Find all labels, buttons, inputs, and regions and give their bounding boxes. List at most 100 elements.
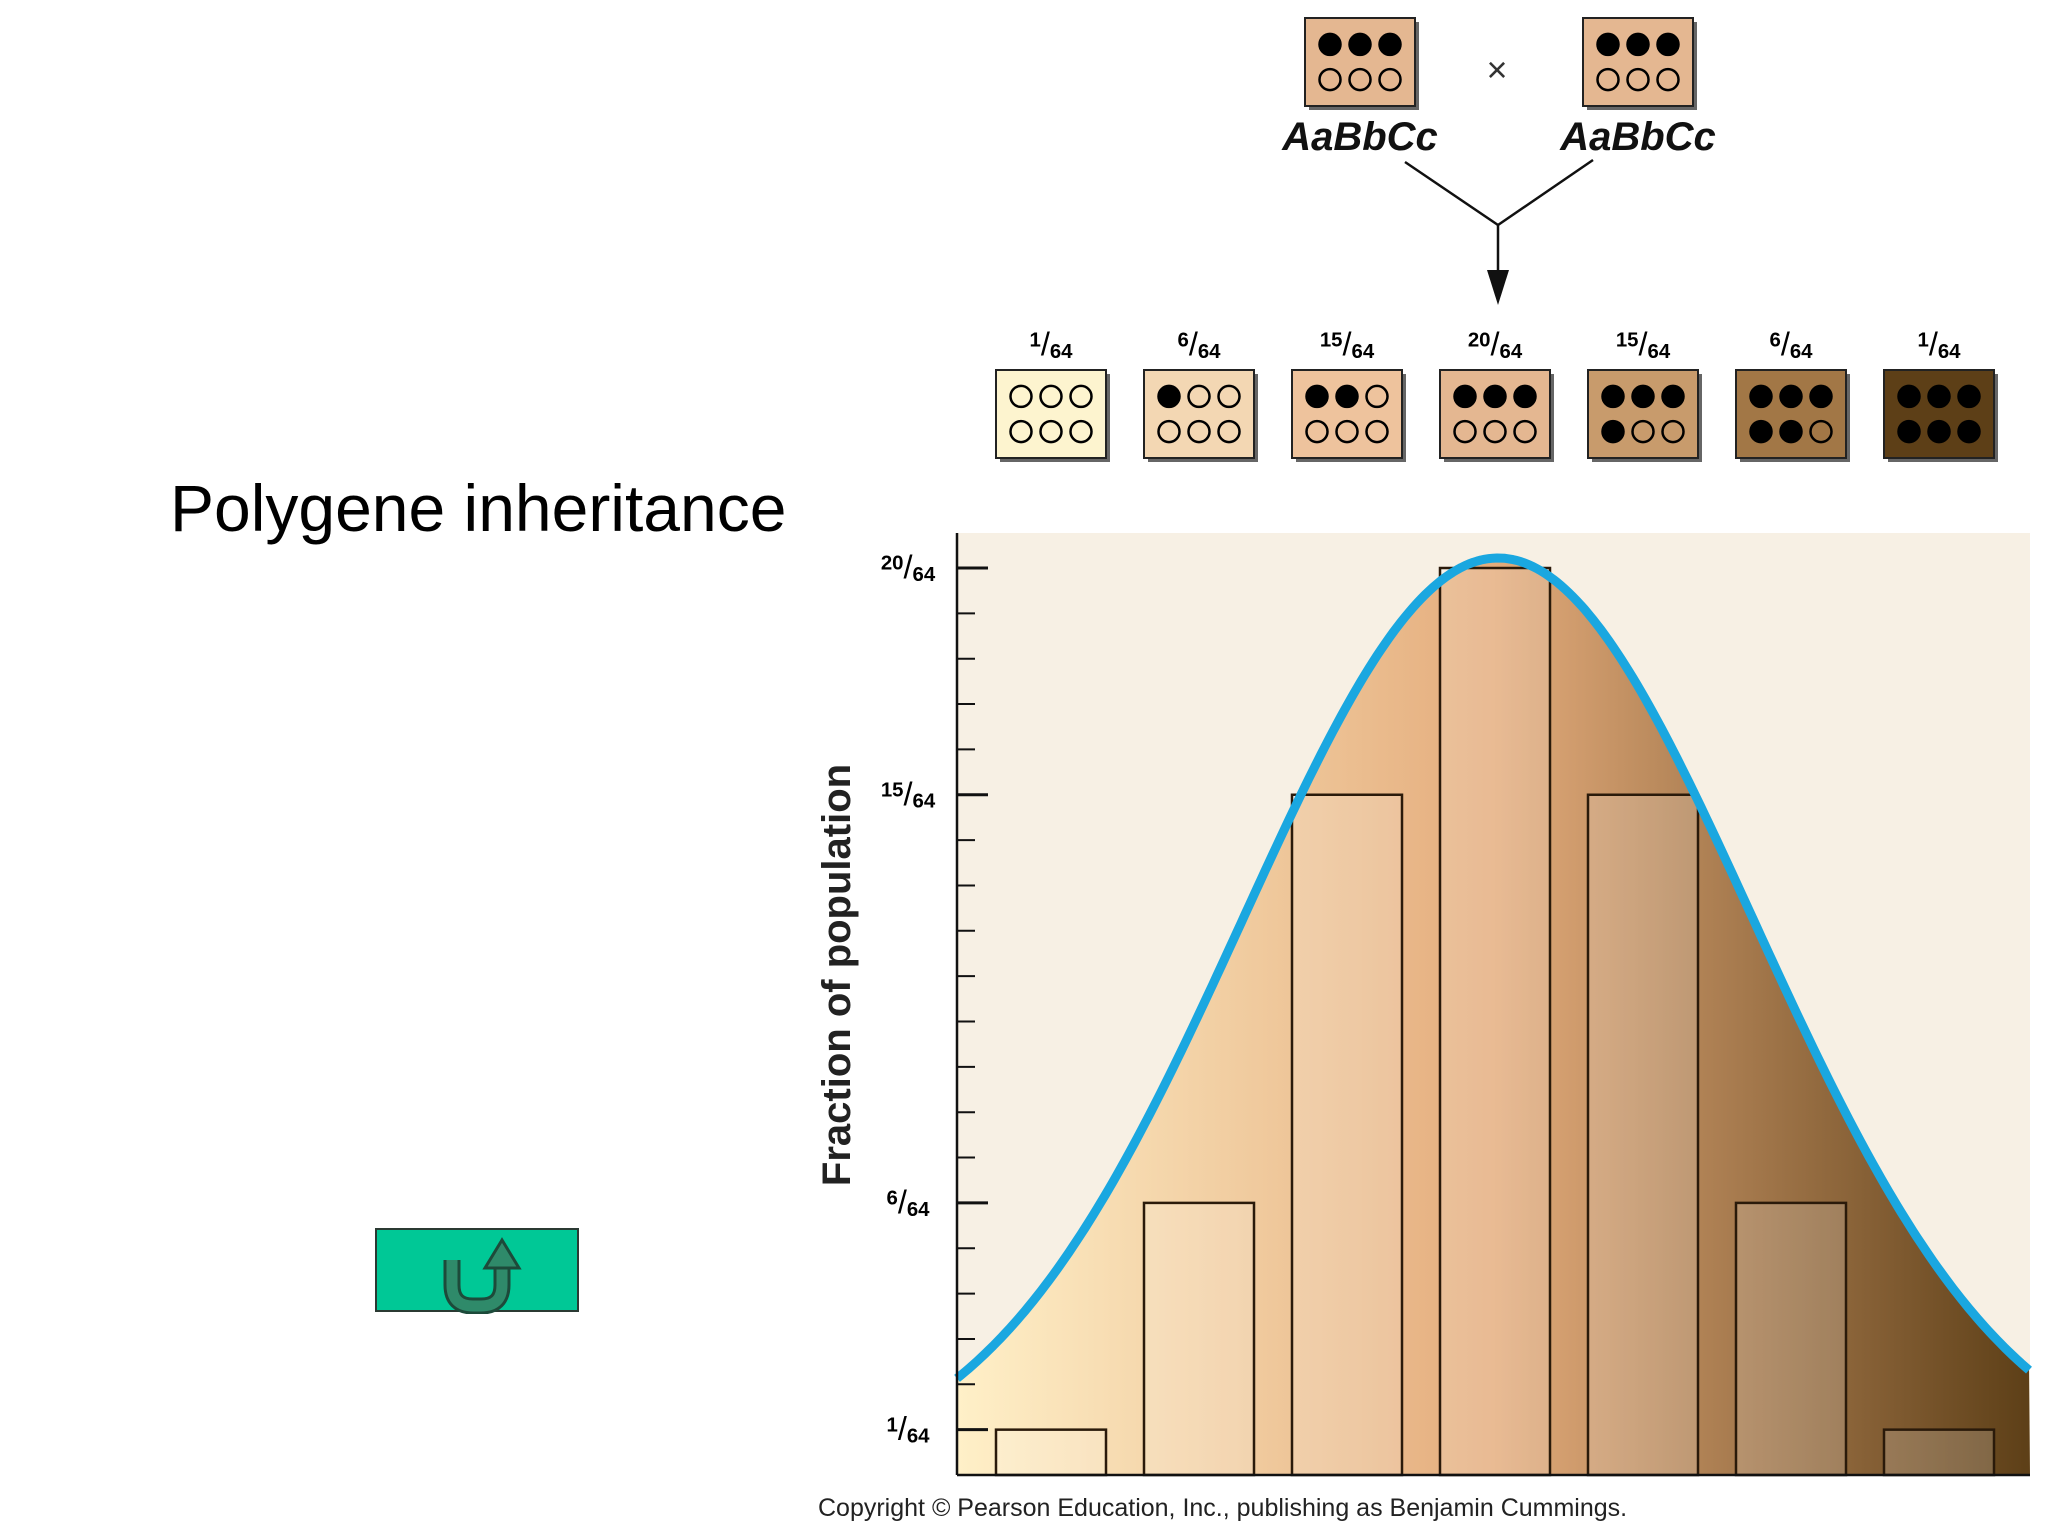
slide-title: Polygene inheritance bbox=[170, 471, 787, 545]
light-allele-dot bbox=[1626, 67, 1650, 92]
svg-text:1/64: 1/64 bbox=[1917, 326, 1961, 363]
histogram-bar bbox=[1882, 1428, 1996, 1477]
dark-allele-dot bbox=[1335, 384, 1359, 409]
histogram-bar bbox=[1142, 1201, 1256, 1477]
svg-text:6/64: 6/64 bbox=[886, 1184, 930, 1221]
dark-allele-dot bbox=[1749, 419, 1773, 444]
offspring-genotype-box bbox=[1735, 369, 1850, 462]
parent-genotype-label: AaBbCc bbox=[1559, 115, 1716, 159]
light-allele-dot bbox=[1596, 67, 1620, 92]
dark-allele-dot bbox=[1483, 384, 1507, 409]
svg-text:6/64: 6/64 bbox=[1769, 326, 1813, 363]
fraction-denominator: 64 bbox=[1938, 341, 1961, 363]
down-arrow-icon bbox=[1487, 270, 1509, 305]
offspring-genotype-box bbox=[1439, 369, 1554, 462]
light-allele-dot bbox=[1365, 384, 1389, 409]
parent-genotype-box bbox=[1582, 17, 1697, 110]
fraction-numerator: 15 bbox=[1320, 330, 1343, 352]
fraction-numerator: 15 bbox=[1616, 330, 1639, 352]
fraction-denominator: 64 bbox=[907, 1426, 930, 1448]
dark-allele-dot bbox=[1779, 419, 1803, 444]
dark-allele-dot bbox=[1661, 384, 1685, 409]
offspring-genotype-box bbox=[1143, 369, 1258, 462]
fraction-denominator: 64 bbox=[1198, 341, 1221, 363]
cross-symbol: × bbox=[1486, 49, 1507, 90]
histogram-bar bbox=[1290, 793, 1404, 1477]
offspring-genotype-box bbox=[1587, 369, 1702, 462]
y-tick-label: 6/64 bbox=[886, 1184, 930, 1221]
dark-allele-dot bbox=[1779, 384, 1803, 409]
light-allele-dot bbox=[1009, 419, 1033, 444]
dark-allele-dot bbox=[1656, 32, 1680, 57]
copyright-text: Copyright © Pearson Education, Inc., pub… bbox=[818, 1494, 1627, 1522]
dark-allele-dot bbox=[1749, 384, 1773, 409]
dark-allele-dot bbox=[1927, 384, 1951, 409]
y-tick-label: 1/64 bbox=[886, 1411, 930, 1448]
svg-text:20/64: 20/64 bbox=[881, 549, 936, 586]
fraction-denominator: 64 bbox=[1790, 341, 1813, 363]
svg-text:20/64: 20/64 bbox=[1468, 326, 1523, 363]
light-allele-dot bbox=[1187, 384, 1211, 409]
light-allele-dot bbox=[1483, 419, 1507, 444]
dark-allele-dot bbox=[1453, 384, 1477, 409]
dark-allele-dot bbox=[1601, 384, 1625, 409]
light-allele-dot bbox=[1217, 384, 1241, 409]
fraction-denominator: 64 bbox=[913, 564, 936, 586]
offspring-fraction-label: 1/64 bbox=[1917, 326, 1961, 363]
fraction-numerator: 20 bbox=[881, 553, 904, 575]
light-allele-dot bbox=[1513, 419, 1537, 444]
histogram-bar bbox=[1586, 793, 1700, 1477]
dark-allele-dot bbox=[1513, 384, 1537, 409]
svg-text:15/64: 15/64 bbox=[1616, 326, 1671, 363]
histogram-bar bbox=[994, 1428, 1108, 1477]
offspring-fraction-label: 6/64 bbox=[1177, 326, 1221, 363]
offspring-genotype-box bbox=[1883, 369, 1998, 462]
dark-allele-dot bbox=[1927, 419, 1951, 444]
back-button[interactable] bbox=[375, 1228, 579, 1314]
fraction-numerator: 1 bbox=[1029, 330, 1040, 352]
fraction-denominator: 64 bbox=[1648, 341, 1671, 363]
dark-allele-dot bbox=[1601, 419, 1625, 444]
y-tick-label: 20/64 bbox=[881, 549, 936, 586]
offspring-fraction-label: 6/64 bbox=[1769, 326, 1813, 363]
light-allele-dot bbox=[1335, 419, 1359, 444]
dark-allele-dot bbox=[1626, 32, 1650, 57]
parent-genotype-box bbox=[1304, 17, 1419, 110]
light-allele-dot bbox=[1217, 419, 1241, 444]
dark-allele-dot bbox=[1957, 384, 1981, 409]
light-allele-dot bbox=[1318, 67, 1342, 92]
parent-genotype-label: AaBbCc bbox=[1281, 115, 1438, 159]
light-allele-dot bbox=[1631, 419, 1655, 444]
light-allele-dot bbox=[1069, 384, 1093, 409]
light-allele-dot bbox=[1809, 419, 1833, 444]
dark-allele-dot bbox=[1318, 32, 1342, 57]
dark-allele-dot bbox=[1157, 384, 1181, 409]
svg-text:6/64: 6/64 bbox=[1177, 326, 1221, 363]
light-allele-dot bbox=[1039, 384, 1063, 409]
light-allele-dot bbox=[1453, 419, 1477, 444]
light-allele-dot bbox=[1365, 419, 1389, 444]
svg-text:1/64: 1/64 bbox=[1029, 326, 1073, 363]
light-allele-dot bbox=[1661, 419, 1685, 444]
offspring-genotype-box bbox=[1291, 369, 1406, 462]
dark-allele-dot bbox=[1897, 419, 1921, 444]
dark-allele-dot bbox=[1631, 384, 1655, 409]
histogram-bar bbox=[1734, 1201, 1848, 1477]
fraction-numerator: 6 bbox=[1177, 330, 1188, 352]
u-turn-up-arrow-icon bbox=[443, 1237, 522, 1314]
fraction-denominator: 64 bbox=[1352, 341, 1375, 363]
offspring-fraction-label: 15/64 bbox=[1320, 326, 1375, 363]
light-allele-dot bbox=[1656, 67, 1680, 92]
fraction-numerator: 20 bbox=[1468, 330, 1491, 352]
light-allele-dot bbox=[1157, 419, 1181, 444]
y-tick-label: 15/64 bbox=[881, 776, 936, 813]
dark-allele-dot bbox=[1957, 419, 1981, 444]
light-allele-dot bbox=[1069, 419, 1093, 444]
fraction-numerator: 6 bbox=[1769, 330, 1780, 352]
offspring-fraction-label: 20/64 bbox=[1468, 326, 1523, 363]
y-axis-title: Fraction of population bbox=[815, 764, 859, 1186]
fraction-numerator: 6 bbox=[886, 1188, 897, 1210]
fraction-denominator: 64 bbox=[1500, 341, 1523, 363]
light-allele-dot bbox=[1039, 419, 1063, 444]
